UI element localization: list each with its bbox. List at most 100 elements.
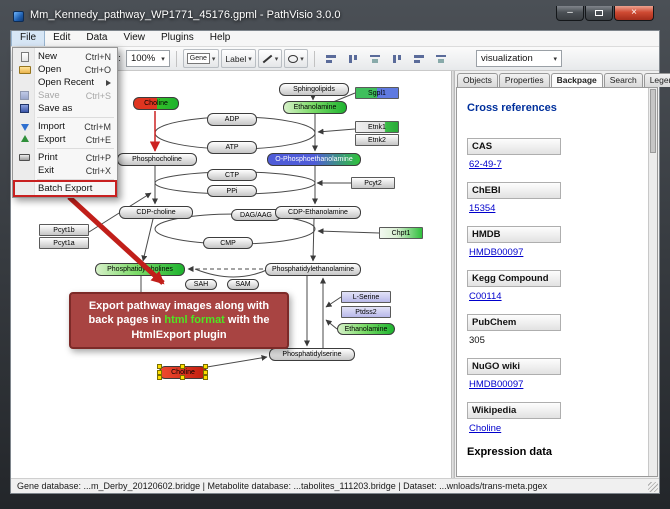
pathway-node-l-serine[interactable]: L-Serine: [341, 291, 391, 303]
minimize-button[interactable]: –: [556, 6, 584, 21]
shape-tool-button[interactable]: ▾: [284, 49, 308, 68]
distribute-horizontal-button[interactable]: [387, 49, 407, 68]
menu-data[interactable]: Data: [86, 32, 108, 43]
xref-value[interactable]: Choline: [469, 423, 502, 434]
annotation-callout: Export pathway images along with back pa…: [69, 292, 289, 349]
tab-objects[interactable]: Objects: [457, 73, 498, 87]
pathway-node-choline[interactable]: Choline: [157, 364, 208, 380]
selection-handle[interactable]: [203, 369, 208, 375]
file-menu-item-save-as[interactable]: Save as: [13, 102, 117, 115]
toolbar-separator: [313, 50, 315, 67]
stack-button[interactable]: [431, 49, 451, 68]
datanode-tool-button[interactable]: Gene ▾: [182, 49, 220, 68]
selection-handle[interactable]: [157, 375, 162, 380]
menu-help[interactable]: Help: [209, 32, 231, 43]
pathway-node-cdp-choline[interactable]: CDP-choline: [119, 206, 193, 219]
gene-node-icon: Gene: [186, 53, 210, 64]
pathway-node-phosphocholine[interactable]: Phosphocholine: [117, 153, 197, 166]
selection-handle[interactable]: [157, 364, 162, 369]
menu-edit[interactable]: Edit: [53, 32, 71, 43]
pathway-node-sah[interactable]: SAH: [185, 279, 217, 290]
panel-splitter[interactable]: [451, 71, 455, 478]
sidebar-scrollbar[interactable]: [648, 88, 657, 476]
import-icon: [20, 124, 29, 135]
tab-search[interactable]: Search: [603, 73, 643, 87]
tab-backpage[interactable]: Backpage: [550, 73, 603, 87]
chevron-down-icon: ▾: [553, 55, 557, 63]
selection-handle[interactable]: [203, 364, 208, 369]
pathway-node-etnk1[interactable]: Etnk1: [355, 121, 399, 133]
distribute-vertical-button[interactable]: [409, 49, 429, 68]
window-controls: – ×: [555, 6, 654, 21]
selection-handle[interactable]: [180, 375, 185, 380]
selection-handle[interactable]: [203, 375, 208, 380]
pathway-node-ppi[interactable]: PPi: [207, 185, 257, 197]
pathway-node-phosphatidylethanolamine[interactable]: Phosphatidylethanolamine: [265, 263, 361, 276]
xref-name: NuGO wiki: [467, 358, 561, 375]
xref-name: Wikipedia: [467, 402, 561, 419]
close-button[interactable]: ×: [614, 6, 654, 21]
pathway-node-sgpl1[interactable]: Sgpl1: [355, 87, 399, 99]
pathway-node-atp[interactable]: ATP: [207, 141, 257, 154]
pathway-node-ethanolamine[interactable]: Ethanolamine: [337, 323, 395, 335]
xref-value[interactable]: C00114: [469, 291, 502, 302]
xref-value: 305: [469, 335, 485, 346]
pathway-node-ethanolamine[interactable]: Ethanolamine: [283, 101, 347, 114]
align-center-button[interactable]: [343, 49, 363, 68]
align-left-button[interactable]: [321, 49, 341, 68]
menu-file[interactable]: File: [11, 31, 46, 46]
pathway-node-pcyt1a[interactable]: Pcyt1a: [39, 237, 89, 249]
pathway-node-ptdss2[interactable]: Ptdss2: [341, 306, 391, 318]
pathway-node-o-phosphoethanolamine[interactable]: O-Phosphoethanolamine: [267, 153, 361, 166]
pathway-node-phosphatidylcholines[interactable]: Phosphatidylcholines: [95, 263, 185, 276]
pathway-node-pcyt2[interactable]: Pcyt2: [351, 177, 395, 189]
tab-properties[interactable]: Properties: [498, 73, 550, 87]
titlebar[interactable]: Mm_Kennedy_pathway_WP1771_45176.gpml - P…: [0, 0, 670, 30]
pathway-node-pcyt1b[interactable]: Pcyt1b: [39, 224, 89, 236]
pathway-node-choline[interactable]: Choline: [133, 97, 179, 110]
statusbar: Gene database: ...m_Derby_20120602.bridg…: [11, 478, 659, 493]
menu-view[interactable]: View: [123, 32, 145, 43]
resize-grip[interactable]: [648, 482, 658, 492]
xref-value[interactable]: 15354: [469, 203, 496, 214]
pathway-node-phosphatidylserine[interactable]: Phosphatidylserine: [269, 348, 355, 361]
pathway-node-chpt1[interactable]: Chpt1: [379, 227, 423, 239]
scrollbar-thumb[interactable]: [650, 89, 656, 153]
pathway-node-cmp[interactable]: CMP: [203, 237, 253, 249]
pathway-node-ctp[interactable]: CTP: [207, 169, 257, 181]
align-top-button[interactable]: [365, 49, 385, 68]
pathway-node-adp[interactable]: ADP: [207, 113, 257, 126]
pathway-node-cdp-ethanolamine[interactable]: CDP-Ethanolamine: [275, 206, 361, 219]
label-tool-button[interactable]: Label ▾: [221, 49, 256, 68]
tab-legend[interactable]: Legend: [643, 73, 670, 87]
pathway-node-sam[interactable]: SAM: [227, 279, 259, 290]
selection-handle[interactable]: [180, 364, 185, 369]
zoom-combobox[interactable]: 100% ▾: [125, 50, 170, 67]
visualization-combobox[interactable]: visualization ▾: [476, 50, 562, 67]
pathway-node-sphingolipids[interactable]: Sphingolipids: [279, 83, 349, 96]
selection-handle[interactable]: [157, 369, 162, 375]
pathway-node-dag-aag[interactable]: DAG/AAG: [231, 209, 281, 221]
xref-value[interactable]: HMDB00097: [469, 379, 524, 390]
file-menu-item-open-recent[interactable]: Open Recent: [13, 76, 117, 89]
menu-plugins[interactable]: Plugins: [160, 32, 194, 43]
maximize-button[interactable]: [585, 6, 613, 21]
file-menu-item-batch-export[interactable]: Batch Export: [13, 180, 117, 197]
line-tool-button[interactable]: ▾: [257, 49, 283, 68]
xref-value[interactable]: 62-49-7: [469, 159, 502, 170]
xref-value[interactable]: HMDB00097: [469, 247, 524, 258]
label-tool-text: Label: [225, 53, 247, 64]
printer-icon: [19, 154, 30, 161]
pathway-node-etnk2[interactable]: Etnk2: [355, 134, 399, 146]
